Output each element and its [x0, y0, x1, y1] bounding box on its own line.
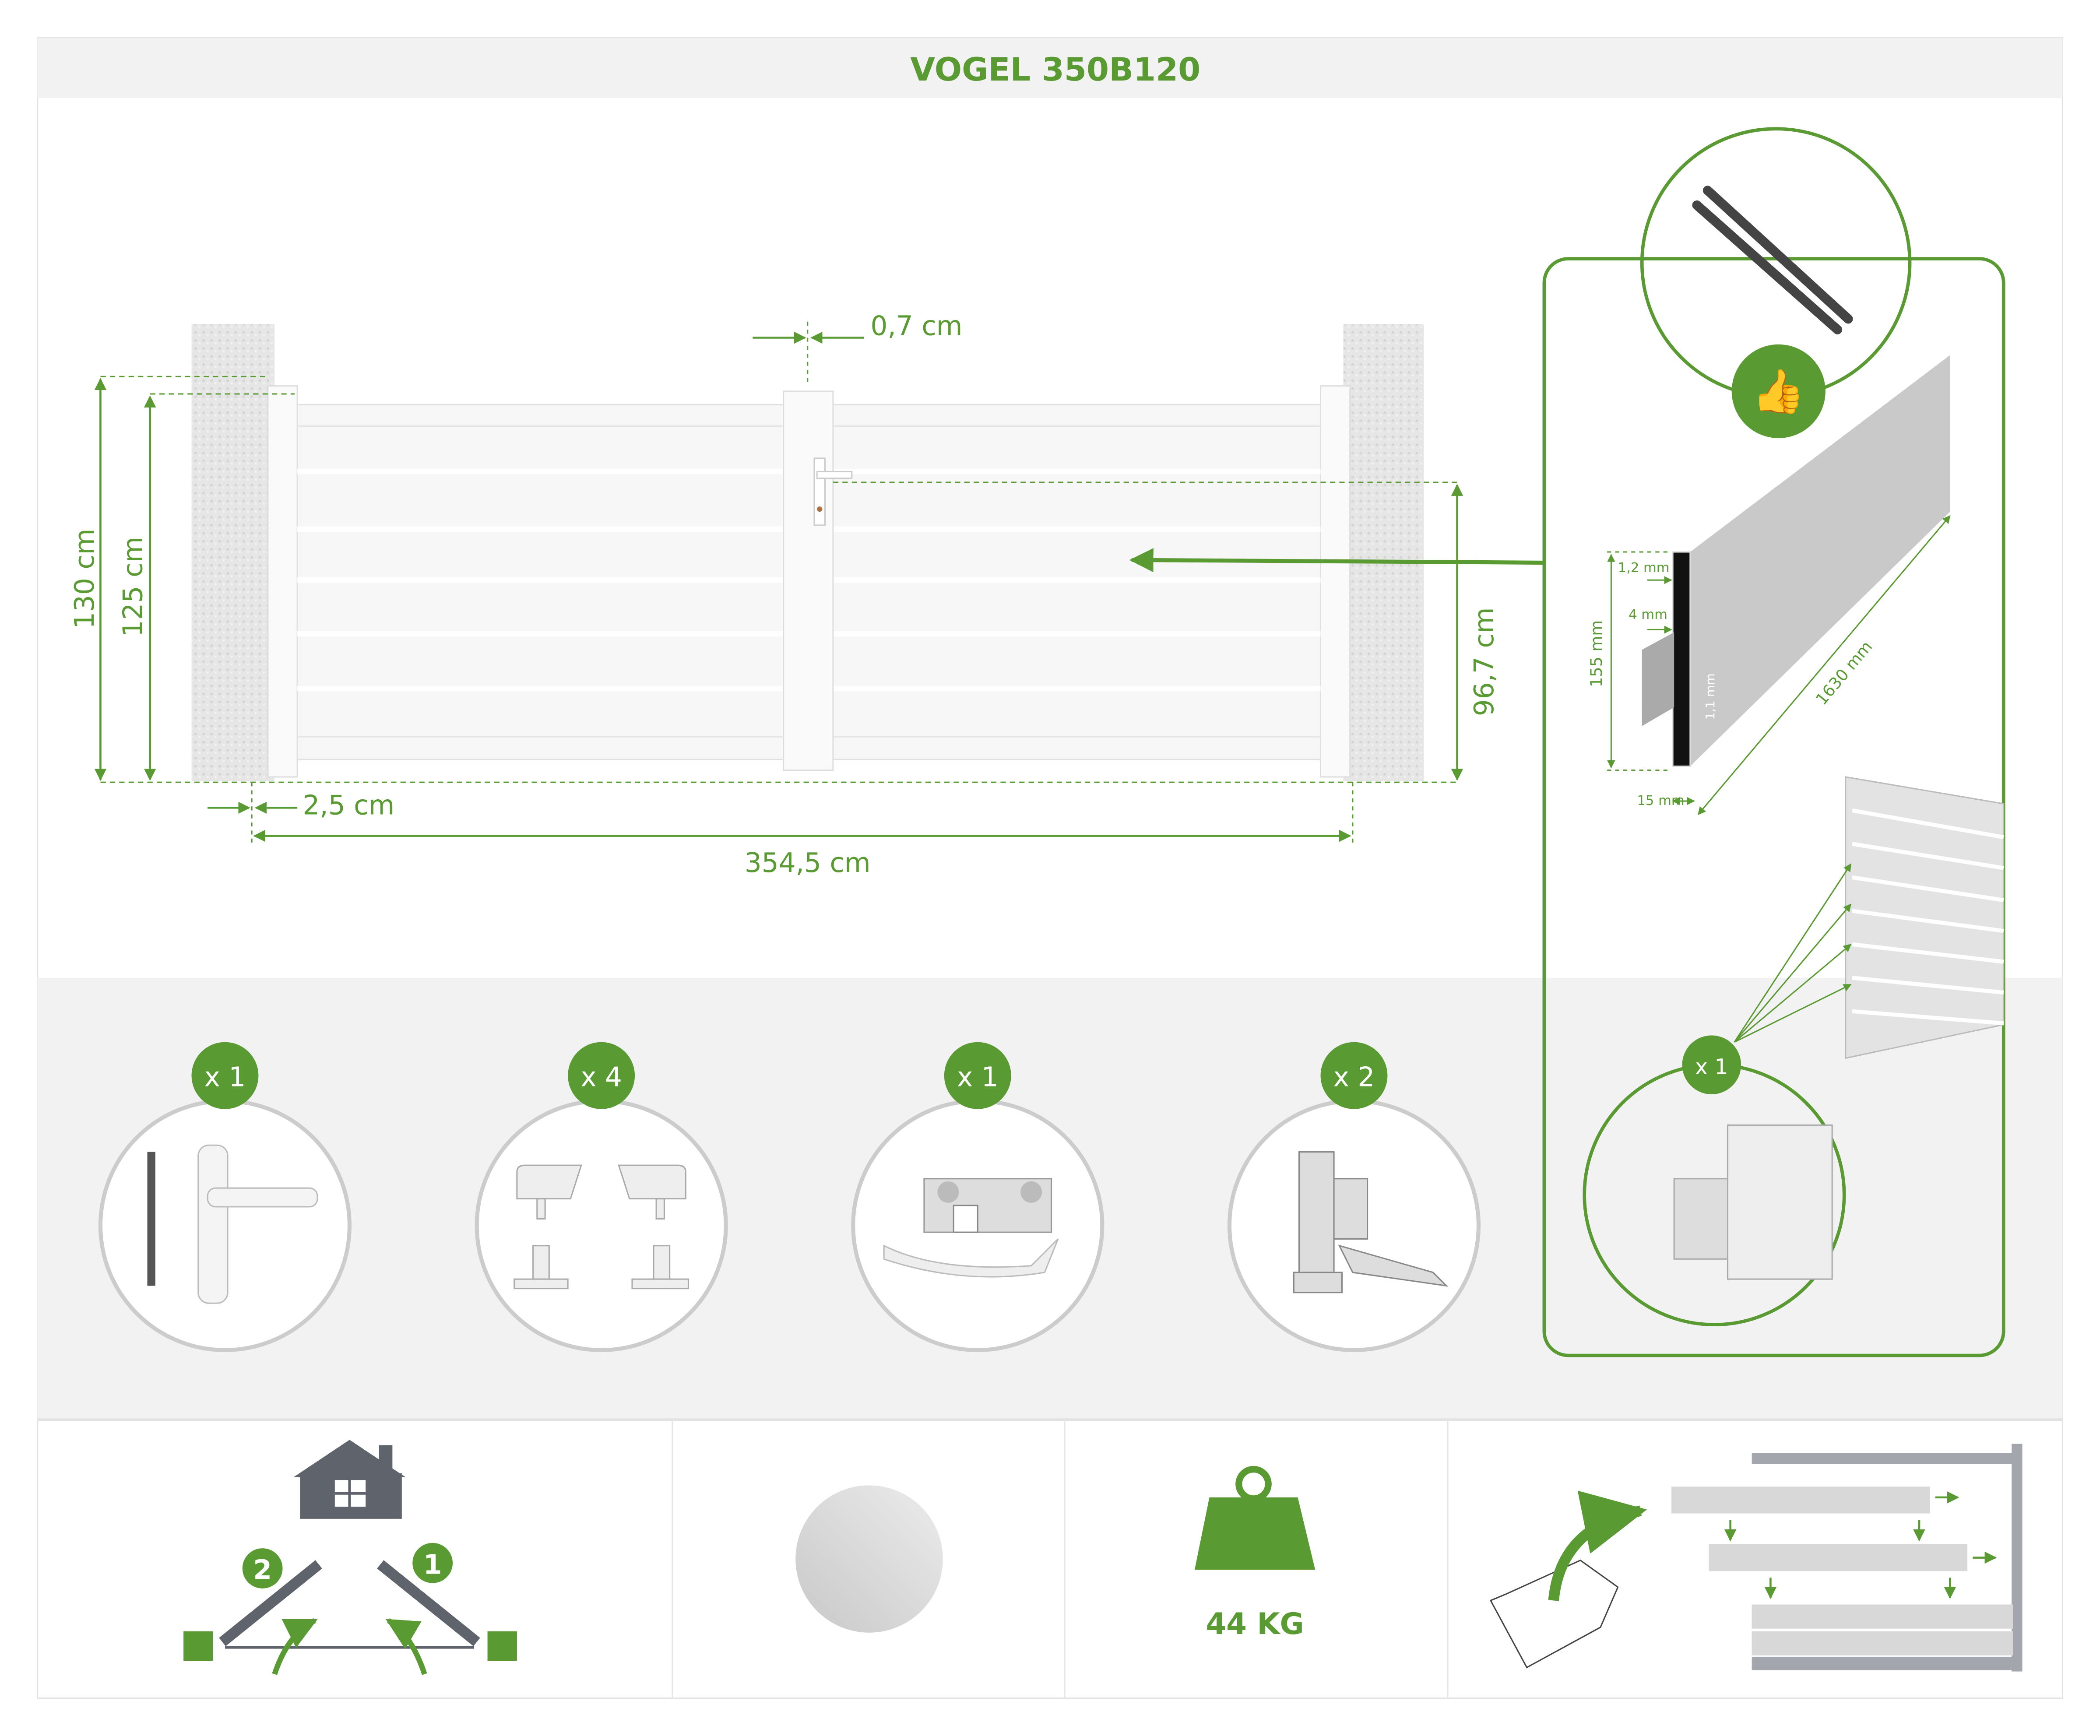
weight-icon: [1194, 1465, 1316, 1570]
accessory-qty: x 1: [957, 1062, 999, 1093]
accessory-4: x 2: [1227, 1042, 1481, 1352]
thumbs-up-icon: 👍: [1752, 367, 1805, 417]
accessory-3: x 1: [851, 1042, 1105, 1352]
motor-arm-icon: [1692, 186, 1853, 334]
left-pillar: [191, 324, 275, 781]
sheet-border: [37, 37, 2063, 1699]
pillar-gap-dimension: 2,5 cm: [303, 790, 394, 821]
step-1: 1: [423, 1549, 442, 1580]
right-pillar: [1343, 324, 1424, 781]
opening-direction: 2 1: [183, 1440, 517, 1675]
product-title: VOGEL 350B120: [910, 51, 1200, 88]
panel-stack: [1734, 776, 2005, 1059]
post-cap-icon: [514, 1164, 689, 1290]
gate-dimensions: 0,7 cm 130 cm 125 cm 96,7 cm 2,5 cm 354,…: [69, 310, 1544, 879]
profile-depth: 15 mm: [1637, 793, 1684, 808]
accessory-1: x 1: [98, 1042, 352, 1352]
accessory-2: x 4: [475, 1042, 728, 1352]
motorisable-badge: [1731, 344, 1826, 438]
accessory-qty: x 2: [1333, 1062, 1375, 1093]
accessory-qty: x 1: [204, 1062, 246, 1093]
handle-height-dimension: 96,7 cm: [1469, 607, 1500, 716]
step-2: 2: [253, 1554, 272, 1585]
panel-qty: x 1: [1695, 1054, 1728, 1079]
delivery-assembly-icon: [1489, 1444, 2023, 1672]
feature-row: 2 1 44 KG: [37, 1418, 2063, 1698]
gap-dimension: 0,7 cm: [871, 310, 963, 341]
width-dimension: 354,5 cm: [745, 847, 871, 879]
total-height-dimension: 130 cm: [69, 528, 100, 629]
panel-qty-badge: [1682, 1035, 1741, 1095]
groove-width: 4 mm: [1629, 607, 1667, 622]
header-band: [37, 38, 2063, 98]
profile-height: 155 mm: [1587, 620, 1606, 687]
hinge-icon: [1293, 1151, 1449, 1293]
house-icon: [293, 1440, 406, 1519]
leaf-height-dimension: 125 cm: [117, 537, 148, 637]
color-swatch: [795, 1485, 943, 1633]
wall-thickness: 1,2 mm: [1618, 560, 1670, 576]
accessory-qty: x 4: [580, 1062, 622, 1093]
gate-drawing: [191, 324, 1424, 781]
gate-stop-icon: [883, 1178, 1059, 1278]
center-post: [783, 390, 834, 771]
inner-wall-thickness: 1,1 mm: [1703, 673, 1717, 720]
weight-value: 44 KG: [1206, 1607, 1304, 1641]
handle-lock-icon: [147, 1144, 318, 1304]
